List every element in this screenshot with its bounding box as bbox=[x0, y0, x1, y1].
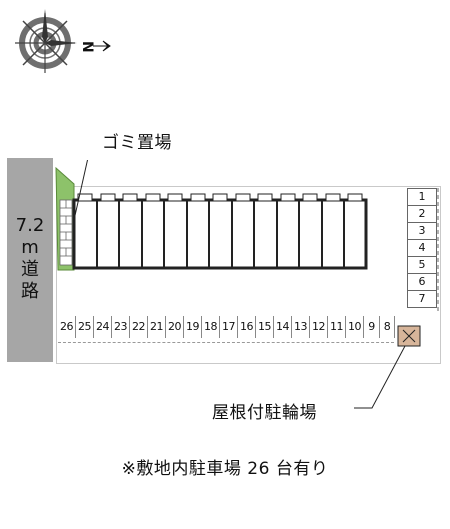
unit-dividers bbox=[96, 200, 345, 268]
parking-space: 3 bbox=[407, 222, 437, 239]
apartment-building bbox=[72, 198, 368, 270]
compass-rose: N bbox=[8, 6, 112, 78]
parking-space: 19 bbox=[184, 316, 202, 338]
parking-row: 26 25 24 23 22 21 20 19 18 17 16 15 14 1… bbox=[58, 316, 395, 340]
building-plan bbox=[55, 160, 368, 271]
parking-space: 9 bbox=[364, 316, 380, 338]
bicycle-parking bbox=[397, 325, 421, 347]
parking-space: 21 bbox=[148, 316, 166, 338]
parking-space: 23 bbox=[112, 316, 130, 338]
road-unit: m bbox=[21, 237, 39, 258]
parking-note: ※敷地内駐車場 26 台有り bbox=[121, 459, 329, 479]
parking-space: 16 bbox=[238, 316, 256, 338]
parking-space: 25 bbox=[76, 316, 94, 338]
parking-space: 26 bbox=[58, 316, 76, 338]
parking-space: 13 bbox=[292, 316, 310, 338]
parking-space: 4 bbox=[407, 239, 437, 256]
compass-icon bbox=[15, 9, 77, 73]
parking-space: 14 bbox=[274, 316, 292, 338]
parking-space: 12 bbox=[310, 316, 328, 338]
road-width: 7.2 bbox=[15, 215, 45, 236]
road-name-2: 路 bbox=[21, 281, 39, 302]
parking-space: 2 bbox=[407, 205, 437, 222]
parking-row-edge bbox=[58, 342, 394, 343]
bicycle-label: 屋根付駐輪場 bbox=[212, 403, 317, 423]
parking-space: 11 bbox=[328, 316, 346, 338]
parking-space: 18 bbox=[202, 316, 220, 338]
parking-space: 7 bbox=[407, 290, 437, 308]
garbage-wall bbox=[59, 199, 73, 266]
parking-space: 8 bbox=[380, 316, 395, 338]
parking-space: 6 bbox=[407, 273, 437, 290]
north-label: N bbox=[79, 41, 95, 53]
parking-space: 22 bbox=[130, 316, 148, 338]
parking-column: 1 2 3 4 5 6 7 bbox=[407, 188, 437, 313]
parking-space: 5 bbox=[407, 256, 437, 273]
parking-space: 10 bbox=[346, 316, 364, 338]
parking-space: 20 bbox=[166, 316, 184, 338]
parking-column-edge bbox=[437, 188, 439, 314]
road-name-1: 道 bbox=[21, 259, 39, 280]
parking-space: 1 bbox=[407, 188, 437, 205]
garbage-label: ゴミ置場 bbox=[102, 133, 172, 153]
bicycle-leader-line bbox=[354, 345, 406, 409]
road: 7.2 m 道 路 bbox=[7, 158, 53, 362]
parking-space: 15 bbox=[256, 316, 274, 338]
parking-space: 17 bbox=[220, 316, 238, 338]
garbage-leader-line bbox=[73, 160, 89, 221]
balconies bbox=[77, 193, 363, 202]
north-arrow-icon bbox=[93, 40, 111, 52]
parking-space: 24 bbox=[94, 316, 112, 338]
